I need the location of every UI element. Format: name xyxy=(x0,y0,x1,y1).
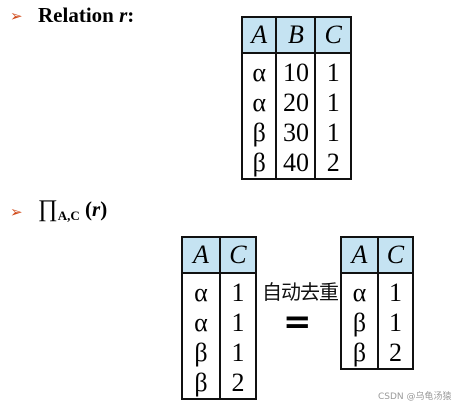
table-cell: β xyxy=(181,368,221,400)
projection-variable: r xyxy=(92,197,101,221)
table-cell: 1 xyxy=(218,308,258,338)
bullet-icon: ➢ xyxy=(10,7,23,25)
column-header: C xyxy=(218,236,258,274)
table-cell: β xyxy=(240,148,278,180)
table-cell: 1 xyxy=(314,88,352,118)
column-header: B xyxy=(275,16,317,54)
projection-heading: ∏A,C (r) xyxy=(38,196,107,224)
bullet-icon: ➢ xyxy=(10,203,23,221)
table-cell: 2 xyxy=(218,368,258,400)
heading-text: Relation xyxy=(38,3,120,27)
table-cell: 30 xyxy=(275,118,317,148)
column-header: C xyxy=(314,16,352,54)
table-cell: β xyxy=(340,338,379,370)
handwritten-note: 自动去重 xyxy=(262,280,339,304)
table-cell: β xyxy=(240,118,278,148)
table-cell: α xyxy=(240,88,278,118)
table-cell: 2 xyxy=(314,148,352,180)
column-header: A xyxy=(181,236,221,274)
table-cell: 1 xyxy=(218,272,258,308)
table-cell: 10 xyxy=(275,52,317,88)
watermark: CSDN @乌龟汤猿 xyxy=(378,392,452,402)
projection-subscript: A,C xyxy=(57,208,80,223)
heading-variable: r xyxy=(119,3,128,27)
relation-heading: Relation r: xyxy=(38,3,134,28)
table-cell: α xyxy=(340,272,379,308)
column-header: A xyxy=(240,16,278,54)
table-cell: 1 xyxy=(376,272,415,308)
column-header: C xyxy=(376,236,415,274)
table-cell: α xyxy=(181,308,221,338)
heading-colon: : xyxy=(127,3,135,27)
equals-sign: = xyxy=(283,302,312,342)
table-cell: 1 xyxy=(314,118,352,148)
projection-close: ) xyxy=(100,197,108,221)
table-cell: β xyxy=(340,308,379,338)
table-cell: α xyxy=(181,272,221,308)
table-cell: 1 xyxy=(218,338,258,368)
table-cell: 2 xyxy=(376,338,415,370)
table-cell: 40 xyxy=(275,148,317,180)
table-cell: 1 xyxy=(314,52,352,88)
table-cell: β xyxy=(181,338,221,368)
table-cell: α xyxy=(240,52,278,88)
column-header: A xyxy=(340,236,379,274)
table-cell: 1 xyxy=(376,308,415,338)
projection-symbol: ∏ xyxy=(38,196,58,222)
table-cell: 20 xyxy=(275,88,317,118)
projection-open: ( xyxy=(79,197,93,221)
